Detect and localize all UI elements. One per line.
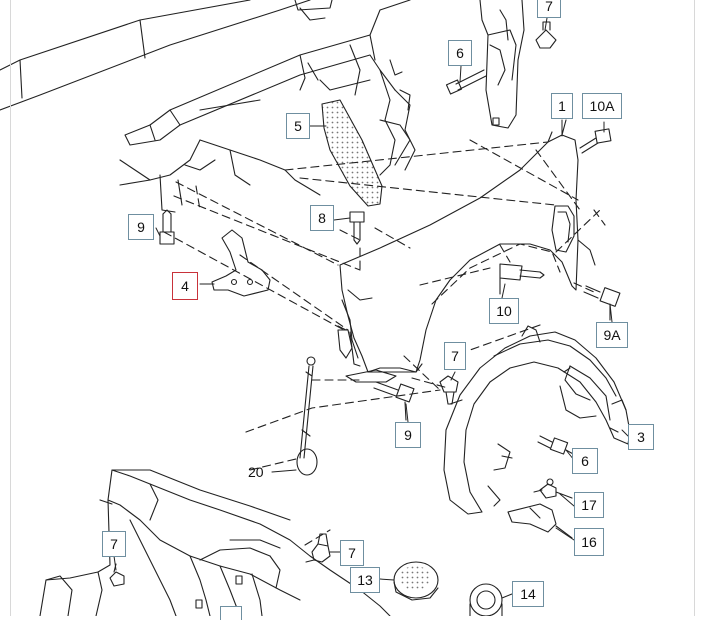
- bolt-10: [499, 263, 545, 295]
- part-label-6-top[interactable]: 6: [448, 40, 472, 66]
- part-label-9a[interactable]: 9A: [596, 322, 628, 348]
- part-label-1[interactable]: 1: [551, 93, 573, 119]
- grommet-14: [469, 583, 503, 616]
- part-label-20: 20: [248, 464, 264, 480]
- part-label-7-bottom-left[interactable]: 7: [102, 531, 126, 557]
- part-label-13[interactable]: 13: [350, 567, 380, 593]
- bolt-6-right: [537, 435, 576, 456]
- part-label-7-mid[interactable]: 7: [444, 342, 466, 370]
- part-label-3[interactable]: 3: [628, 424, 654, 450]
- front-fender-1: [337, 119, 596, 373]
- bolt-6-top: [445, 69, 487, 95]
- insulation-pad-5: [309, 99, 383, 207]
- bolt-9-mid: [373, 381, 415, 421]
- callout-leader-lines: [113, 17, 629, 599]
- part-label-8[interactable]: 8: [310, 205, 334, 231]
- part-label-10a[interactable]: 10A: [582, 93, 622, 119]
- part-label-4[interactable]: 4: [172, 272, 198, 300]
- bracket-16: [507, 503, 573, 539]
- wheel-housing-liner-3: [443, 325, 631, 515]
- clip-17: [533, 478, 573, 499]
- part-label-partial-bottom[interactable]: [220, 606, 242, 620]
- assembly-guide-lines: [163, 139, 606, 546]
- fender-lower-mount: [337, 325, 397, 383]
- part-label-6-right[interactable]: 6: [572, 448, 598, 474]
- front-body-frame: [0, 0, 416, 213]
- frame-right-edge: [694, 0, 695, 616]
- bolt-9a: [583, 285, 621, 321]
- clip-7-bottom-left: [109, 563, 125, 587]
- underbody-section: [39, 469, 391, 616]
- part-label-9-left[interactable]: 9: [128, 214, 154, 240]
- part-label-10[interactable]: 10: [489, 298, 519, 324]
- part-label-17[interactable]: 17: [574, 492, 604, 518]
- mounting-bracket-4: [199, 229, 271, 297]
- upper-mounting-bracket: [479, 0, 525, 129]
- clip-7-mid: [439, 375, 463, 405]
- bolt-9-left: [159, 209, 175, 245]
- part-label-7-bottom[interactable]: 7: [340, 540, 364, 566]
- part-label-14[interactable]: 14: [512, 581, 544, 607]
- support-rod-20: [271, 356, 318, 476]
- part-label-16[interactable]: 16: [574, 528, 604, 556]
- bolt-8: [349, 211, 365, 245]
- bolt-10a: [579, 128, 612, 154]
- part-label-5[interactable]: 5: [286, 113, 310, 139]
- frame-left-edge: [10, 0, 11, 616]
- part-label-7-top[interactable]: 7: [537, 0, 561, 18]
- plug-13: [393, 561, 439, 601]
- part-label-9-mid[interactable]: 9: [395, 422, 421, 448]
- clip-7-bottom: [305, 533, 331, 563]
